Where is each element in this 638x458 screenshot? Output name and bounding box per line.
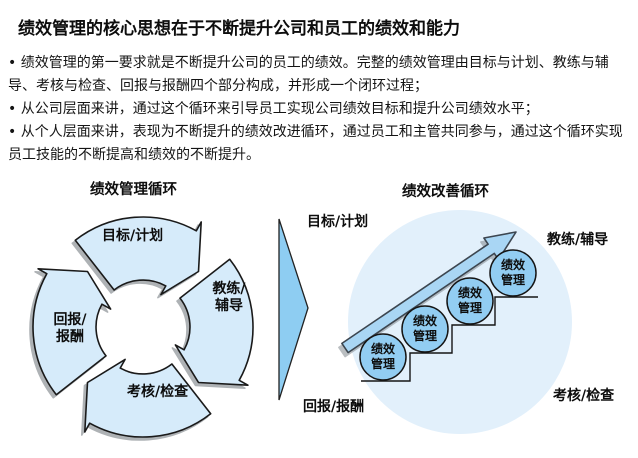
cycle-stage-assess-check: 考核/检查 [127,384,189,400]
step-circle-label: 绩效 管理 [457,286,482,315]
right-diagram-title: 绩效改善循环 [402,184,489,200]
cycle-arrow-left [32,268,112,396]
step-circle-label: 绩效 管理 [412,314,437,343]
step-circle [359,333,407,381]
cycle-diagram: 目标/计划 教练/ 辅导 回报/ 报酬 考核/检查 [10,190,280,455]
cycle-stage-reward-pay: 回报/ 报酬 [53,312,87,345]
bullet-marker: • [8,101,17,117]
bullet-text: 从公司层面来讲，通过这个循环来引导员工实现公司绩效目标和提升公司绩效水平； [20,101,539,117]
step-circle [489,249,537,297]
transition-arrow-icon [278,218,309,401]
cycle-arrow-right [174,258,254,386]
cycle-stage-coach-tutor: 教练/ 辅导 [212,281,246,314]
bullet-marker: • [8,55,17,71]
improvement-diagram: 绩效 管理 绩效 管理 绩效 管理 绩效 管理 目标/计划 教练/辅导 考核/检… [290,190,638,458]
bullet-paragraph: • 绩效管理的第一要求就是不断提升公司的员工的绩效。完整的绩效管理由目标与计划、… [8,52,632,98]
cycle-arrow-bottom [84,358,212,438]
bullet-text: 绩效管理的第一要求就是不断提升公司的员工的绩效。完整的绩效管理由目标与计划、教练… [8,55,609,94]
cycle-arrow-top [74,216,202,296]
cycle-stage-goal-plan: 目标/计划 [102,228,164,244]
bullet-marker: • [8,124,17,140]
bullet-paragraph: • 从公司层面来讲，通过这个循环来引导员工实现公司绩效目标和提升公司绩效水平； [8,98,632,121]
bullet-text: 从个人层面来讲，表现为不断提升的绩效改进循环，通过员工和主管共同参与，通过这个循… [8,124,623,163]
step-circle [401,305,449,353]
bullet-paragraph: • 从个人层面来讲，表现为不断提升的绩效改进循环，通过员工和主管共同参与，通过这… [8,121,632,167]
corner-reward-pay: 回报/报酬 [303,399,365,415]
page-title: 绩效管理的核心思想在于不断提升公司和员工的绩效和能力 [18,19,460,39]
improvement-graphic-icon [341,210,572,434]
body-text: • 绩效管理的第一要求就是不断提升公司的员工的绩效。完整的绩效管理由目标与计划、… [8,52,632,167]
step-circle [446,277,494,325]
cycle-arrows-icon [32,216,254,438]
step-circle-label: 绩效 管理 [370,342,395,371]
step-circle-label: 绩效 管理 [500,258,525,287]
left-diagram-title: 绩效管理循环 [90,182,177,198]
staircase-line [361,296,538,382]
corner-goal-plan: 目标/计划 [307,214,369,230]
ascending-arrow-icon [341,231,517,354]
corner-coach-tutor: 教练/辅导 [547,232,609,248]
corner-assess-check: 考核/检查 [553,388,615,404]
